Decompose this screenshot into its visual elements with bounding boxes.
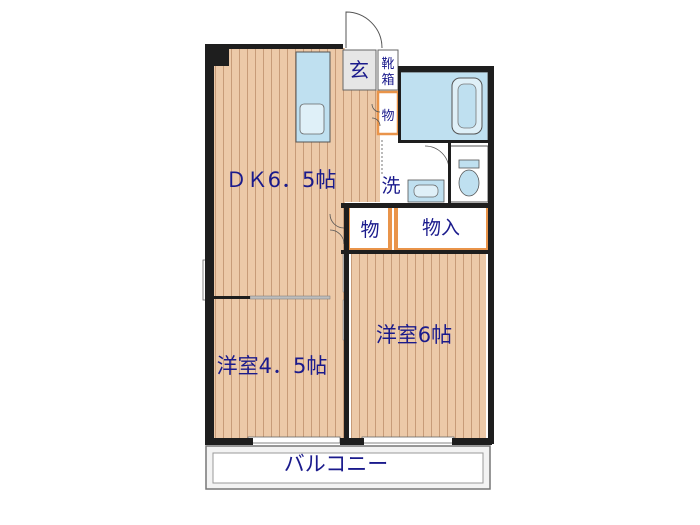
dk-label: ＤＫ6．5帖 xyxy=(226,168,337,192)
storage-label: 物 xyxy=(360,219,379,241)
shoe-closet-label-1: 靴 xyxy=(381,57,394,72)
toilet-icon xyxy=(458,159,480,197)
western-room-45-label: 洋室4．5帖 xyxy=(217,354,328,378)
washroom-label: 洗 xyxy=(381,175,400,197)
western-room-6-floor xyxy=(351,250,486,438)
western-room-45-floor xyxy=(213,298,345,438)
closet-label: 物入 xyxy=(422,217,460,239)
washbasin-icon xyxy=(407,179,445,203)
entrance-label: 玄 xyxy=(349,58,369,82)
western-room-6-label: 洋室6帖 xyxy=(376,323,452,347)
shoe-closet-label-2: 箱 xyxy=(381,72,394,88)
entrance xyxy=(342,49,377,91)
balcony-label: バルコニー xyxy=(284,452,389,476)
walls xyxy=(205,44,494,445)
storage-small-label: 物 xyxy=(381,109,394,124)
entrance-door-swing xyxy=(345,11,383,49)
kitchen-counter xyxy=(295,51,331,143)
